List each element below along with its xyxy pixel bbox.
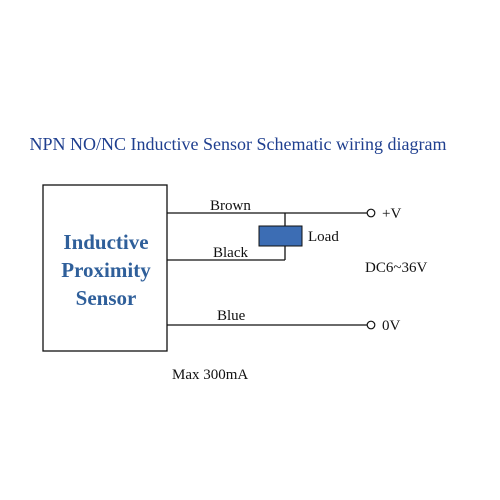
black-wire-label: Black <box>213 245 248 261</box>
positive-terminal <box>366 208 376 218</box>
sensor-box <box>42 184 168 352</box>
blue-wire-label: Blue <box>217 308 246 324</box>
zero-voltage-label: 0V <box>382 318 401 334</box>
load-component <box>258 225 303 247</box>
brown-wire-label: Brown <box>210 198 251 214</box>
supply-voltage-label: DC6~36V <box>365 260 427 276</box>
diagram-title: NPN NO/NC Inductive Sensor Schematic wir… <box>30 134 447 154</box>
max-current-label: Max 300mA <box>172 367 248 383</box>
positive-voltage-label: +V <box>382 206 401 222</box>
zero-terminal <box>366 320 376 330</box>
sensor-label-line-2: Proximity <box>61 258 151 282</box>
sensor-label-line-1: Inductive <box>63 230 148 254</box>
sensor-label-line-3: Sensor <box>76 286 137 310</box>
load-label: Load <box>308 229 339 245</box>
